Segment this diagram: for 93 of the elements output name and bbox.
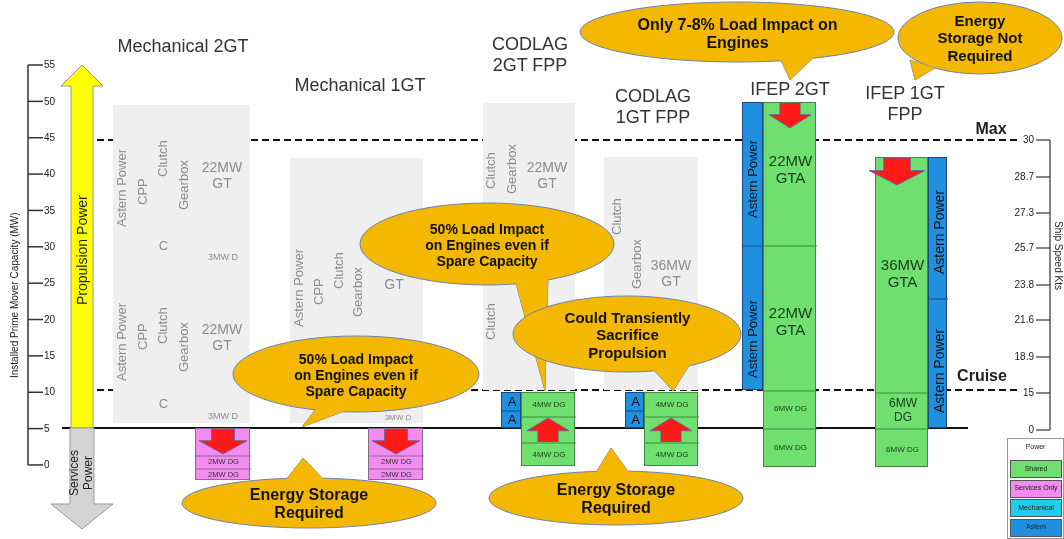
component-label: Clutch xyxy=(484,302,499,343)
tick-label: 15 xyxy=(1021,386,1034,400)
tick-label: 30 xyxy=(44,240,57,254)
reference-line-label: Cruise xyxy=(956,366,1008,386)
callout-text: Energy Storage Not Required xyxy=(936,11,1024,66)
component-label: 4MW DG xyxy=(654,399,690,412)
component-label: Astern Power xyxy=(930,189,948,277)
astern-power-block xyxy=(742,102,763,390)
component-label: 4MW DG xyxy=(531,449,567,462)
tick-label: 5 xyxy=(44,421,51,436)
tick-label: 25.7 xyxy=(1013,241,1034,255)
component-label: 3MW D xyxy=(383,413,413,423)
component-label: Clutch xyxy=(610,197,625,238)
component-label: 22MW GT xyxy=(200,157,244,193)
component-label: Astern Power xyxy=(930,328,948,416)
component-label: 6MW DG xyxy=(773,403,808,416)
component-label: 22MW GT xyxy=(525,157,569,193)
component-label: Clutch xyxy=(156,139,171,180)
component-label: 4MW DG xyxy=(654,449,690,462)
component-label: 3MW D xyxy=(207,410,239,422)
tick-label: 0 xyxy=(44,458,51,472)
component-label: Gearbox xyxy=(177,321,192,374)
tick-label: 50 xyxy=(44,94,57,109)
tick-label: 23.8 xyxy=(1013,278,1034,292)
tick-label: 0 xyxy=(1027,423,1034,437)
tick-label: 21.6 xyxy=(1013,313,1034,327)
callout-text: Energy Storage Required xyxy=(248,484,370,523)
callout-text: Could Transiently Sacrifice Propulsion xyxy=(563,308,692,363)
tick-label: 10 xyxy=(44,385,57,400)
component-label: C xyxy=(157,238,170,254)
tick-label: 27.3 xyxy=(1013,206,1034,220)
component-label: A xyxy=(630,393,641,411)
component-label: CPP xyxy=(136,322,150,352)
component-label: 6MW DG xyxy=(885,444,920,457)
tick-label: 55 xyxy=(44,58,57,72)
column-title: IFEP 2GT xyxy=(749,77,831,101)
column-title: Mechanical 1GT xyxy=(293,73,427,97)
tick-label: 15 xyxy=(44,349,57,363)
astern-power-block xyxy=(501,392,521,428)
component-label: Astern Power xyxy=(115,148,129,230)
tick-label: 18.9 xyxy=(1013,350,1034,364)
tick-label: 40 xyxy=(44,167,57,182)
axis-title: Ship Speed Kts xyxy=(1052,219,1064,292)
reference-line-label: Max xyxy=(974,119,1008,139)
component-label: CPP xyxy=(312,277,326,307)
component-label: Clutch xyxy=(156,306,171,347)
axis-title: Installed Prime Mover Capacity (MW) xyxy=(8,211,22,380)
component-label: Gearbox xyxy=(351,266,366,319)
component-label: A xyxy=(630,411,641,429)
arrow-label: Services Power xyxy=(71,449,93,498)
component-label: Astern Power xyxy=(115,302,129,384)
component-label: GT xyxy=(383,277,405,292)
component-label: Gearbox xyxy=(630,238,645,291)
component-label: Gearbox xyxy=(177,159,192,212)
column-title: CODLAG 1GT FPP xyxy=(614,85,692,129)
component-label: 3MW D xyxy=(207,250,239,264)
component-label: A xyxy=(506,393,518,411)
callout-text: Only 7-8% Load Impact on Engines xyxy=(636,14,839,53)
component-label: Clutch xyxy=(332,251,347,292)
shared-power-block xyxy=(875,157,928,467)
tick-label: 45 xyxy=(44,130,57,145)
component-label: Astern Power xyxy=(292,248,306,330)
component-label: CPP xyxy=(136,178,150,206)
component-label: 22MW GT xyxy=(200,319,244,355)
component-label: 36MW GT xyxy=(649,255,693,291)
component-label: C xyxy=(157,397,170,411)
callout-text: 50% Load Impact on Engines even if Spare Capacity xyxy=(293,349,419,402)
column-title: CODLAG 2GT FPP xyxy=(491,33,569,77)
component-label: 36MW GTA xyxy=(879,254,926,292)
component-label: A xyxy=(506,411,518,429)
component-label: 22MW GTA xyxy=(767,302,814,340)
arrow-label: Propulsion Power xyxy=(72,194,91,307)
callout-text: Energy Storage Required xyxy=(555,479,677,518)
component-label: 6MW DG xyxy=(773,442,808,455)
component-label: Clutch xyxy=(484,151,499,192)
component-label: 6MW DG xyxy=(888,396,918,426)
component-label: Gearbox xyxy=(505,143,520,196)
astern-power-block xyxy=(928,157,947,428)
astern-power-block xyxy=(625,392,644,428)
tick-label: 35 xyxy=(44,203,57,218)
tick-label: 28.7 xyxy=(1013,170,1034,184)
column-title: Mechanical 2GT xyxy=(116,34,250,58)
callout-text: 50% Load Impact on Engines even if Spare Capacity xyxy=(424,219,550,272)
component-label: Astern Power xyxy=(744,299,762,381)
component-label: 4MW DG xyxy=(531,399,567,412)
tick-label: 25 xyxy=(44,276,57,291)
component-label: 22MW GTA xyxy=(767,150,814,188)
shared-power-block xyxy=(763,102,816,467)
column-title: IFEP 1GT FPP xyxy=(864,82,946,126)
faded-machinery-column xyxy=(113,105,250,423)
tick-label: 30 xyxy=(1021,133,1034,147)
tick-label: 20 xyxy=(44,312,57,327)
component-label: Astern Power xyxy=(744,139,762,221)
